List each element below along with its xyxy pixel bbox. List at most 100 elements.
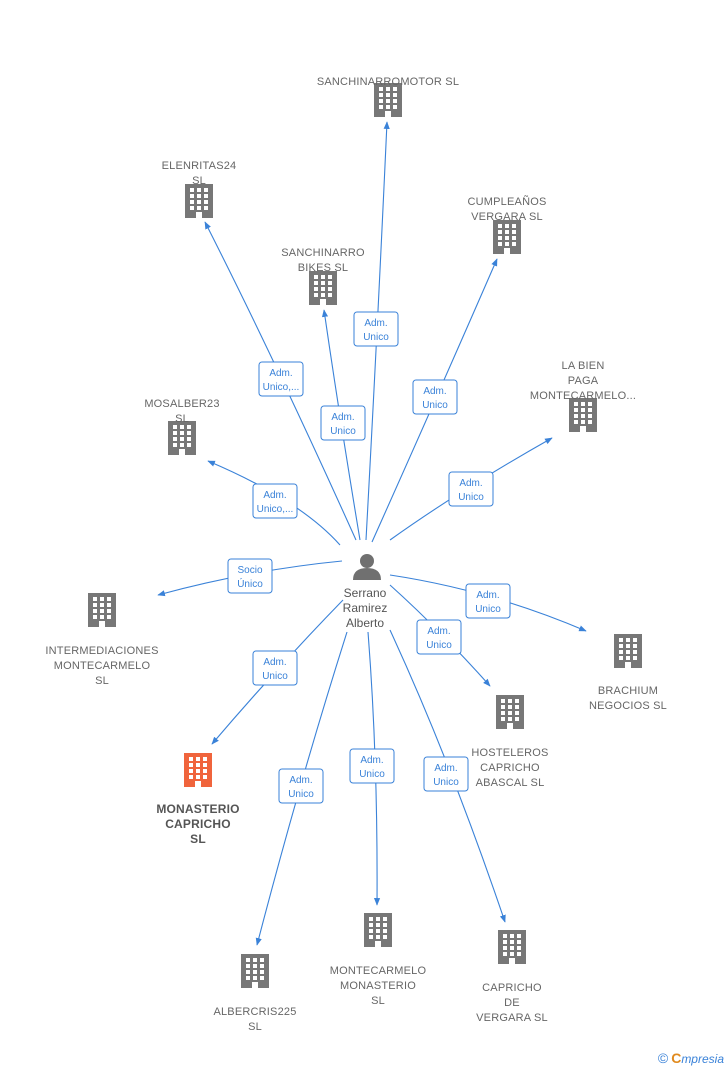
- company-name-line: INTERMEDIACIONES: [45, 645, 158, 657]
- person-name-line: Serrano: [344, 586, 387, 600]
- company-name-line: BIKES SL: [298, 262, 349, 274]
- relation-label-box[interactable]: [252, 650, 298, 686]
- edge-sanchinarro-bikes: Adm. Unico: [320, 309, 366, 541]
- relation-label-text: Único: [237, 577, 263, 590]
- company-name-line: VERGARA SL: [471, 211, 543, 223]
- company-node-la-bien-paga[interactable]: LA BIEN PAGA MONTECARMELO...: [530, 360, 636, 432]
- building-icon: [184, 753, 212, 787]
- company-name-line: HOSTELEROS: [471, 747, 548, 759]
- edge-monasterio-capricho: Adm.Unico: [211, 599, 344, 745]
- relation-label-text: Unico: [288, 789, 314, 800]
- building-icon: [309, 271, 337, 305]
- relation-label-box[interactable]: [320, 405, 366, 441]
- relation-label-text: Adm.: [434, 763, 457, 774]
- relation-label-text: Unico: [433, 777, 459, 788]
- building-icon: [185, 184, 213, 218]
- company-name-line: MONASTERIO: [340, 980, 416, 992]
- building-icon: [569, 398, 597, 432]
- company-name-line: NEGOCIOS SL: [589, 700, 667, 712]
- edges-layer: Adm.UnicoAdm.Unico,...Adm.UnicoAdm.Unico…: [157, 121, 587, 946]
- building-icon: [493, 220, 521, 254]
- relation-label-text: Unico: [426, 640, 452, 651]
- person-icon: [353, 554, 381, 580]
- company-name-line: SANCHINARROMOTOR SL: [317, 76, 459, 88]
- company-node-intermediaciones[interactable]: INTERMEDIACIONES MONTECARMELO SL: [45, 593, 158, 687]
- company-name-line: CAPRICHO: [480, 762, 540, 774]
- relation-label-box[interactable]: [412, 379, 458, 415]
- edge-montecarmelo-monasterio: Adm.Unico: [349, 631, 395, 906]
- company-name-line: SL: [248, 1021, 262, 1033]
- edge-hosteleros: Adm.Unico: [389, 584, 491, 687]
- relation-label-box[interactable]: [465, 583, 511, 619]
- company-name-line: CAPRICHO: [482, 982, 542, 994]
- relation-label-box[interactable]: [423, 756, 469, 792]
- edge-capricho-de-vergara: Adm. Unico: [389, 629, 506, 923]
- building-icon: [374, 83, 402, 117]
- company-name-line: BRACHIUM: [598, 685, 658, 697]
- relation-label-text: Unico: [458, 492, 484, 503]
- company-name-line: CAPRICHO: [165, 817, 231, 831]
- building-icon: [614, 634, 642, 668]
- relation-label-text: Unico: [359, 769, 385, 780]
- relation-label-text: Unico: [363, 332, 389, 343]
- relation-label-text: Adm.: [364, 318, 387, 329]
- brand-initial: C: [671, 1050, 682, 1066]
- company-name-line: MONASTERIO: [156, 802, 239, 816]
- building-icon: [168, 421, 196, 455]
- relation-label-box[interactable]: [227, 558, 273, 594]
- company-name-line: MONTECARMELO...: [530, 390, 636, 402]
- relation-label-box[interactable]: [252, 483, 298, 519]
- relation-label-text: Unico: [330, 426, 356, 437]
- building-icon: [364, 913, 392, 947]
- edge-mosalber23: Adm. Unico,...: [207, 460, 341, 546]
- person-name-line: Alberto: [346, 616, 384, 630]
- relation-label-text: Unico: [475, 604, 501, 615]
- relation-label-text: Adm.: [269, 368, 292, 379]
- relation-label-text: Adm.: [263, 490, 286, 501]
- company-name-line: PAGA: [568, 375, 599, 387]
- edge-albercris225: Adm. Unico: [255, 631, 348, 946]
- company-name-line: SL: [95, 675, 109, 687]
- edge-la-bien-paga: Adm.Unico: [389, 437, 553, 541]
- relation-label-text: Unico,...: [263, 382, 300, 393]
- relation-label-box[interactable]: [278, 768, 324, 804]
- empresia-logo: ©Cmpresia: [658, 1050, 724, 1066]
- relation-label-text: Adm.: [423, 386, 446, 397]
- building-icon: [498, 930, 526, 964]
- relation-label-box[interactable]: [258, 361, 304, 397]
- company-name-line: SL: [371, 995, 385, 1007]
- company-name-line: SL: [192, 175, 206, 187]
- company-name-line: ELENRITAS24: [162, 160, 237, 172]
- relation-label-box[interactable]: [416, 619, 462, 655]
- building-icon: [241, 954, 269, 988]
- relation-label-text: Adm.: [289, 775, 312, 786]
- relation-label-text: Adm.: [331, 412, 354, 423]
- relation-label-box[interactable]: [353, 311, 399, 347]
- company-name-line: SL: [190, 832, 206, 846]
- relation-label-text: Unico: [262, 671, 288, 682]
- person-name-line: Ramirez: [343, 601, 388, 615]
- relation-label-text: Unico: [422, 400, 448, 411]
- relation-label-box[interactable]: [349, 748, 395, 784]
- company-node-montecarmelo-monasterio[interactable]: MONTECARMELO MONASTERIO SL: [330, 913, 427, 1007]
- company-name-line: MONTECARMELO: [54, 660, 151, 672]
- relation-label-box[interactable]: [448, 471, 494, 507]
- company-name-line: MONTECARMELO: [330, 965, 427, 977]
- copyright-symbol: ©: [657, 1050, 669, 1066]
- relation-label-text: Unico,...: [257, 504, 294, 515]
- company-node-brachium[interactable]: BRACHIUM NEGOCIOS SL: [589, 634, 667, 712]
- edge-cumpleanos-vergara: Adm. Unico: [371, 258, 498, 543]
- company-node-sanchinarromotor[interactable]: SANCHINARROMOTOR SL: [317, 76, 459, 117]
- company-name-line: LA BIEN: [562, 360, 605, 372]
